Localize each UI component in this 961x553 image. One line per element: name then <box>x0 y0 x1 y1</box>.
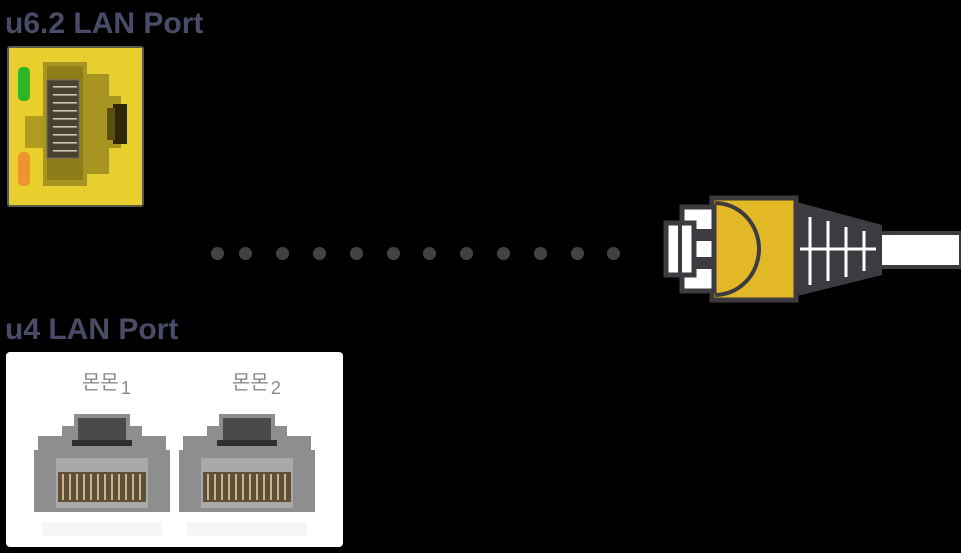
rj45-jack-icon <box>18 62 127 186</box>
dot <box>534 247 547 260</box>
port-1-label: 몬몬 1 <box>82 366 131 398</box>
dot <box>423 247 436 260</box>
network-icon: 몬몬 <box>232 372 269 394</box>
u4-lan-port-title: u4 LAN Port <box>5 313 179 346</box>
port-2-label: 몬몬 2 <box>232 366 281 398</box>
rj45-port-2-icon <box>179 414 315 536</box>
dot <box>387 247 400 260</box>
dot <box>571 247 584 260</box>
connection-dotted-line <box>211 247 621 261</box>
network-icon: 몬몬 <box>82 372 119 394</box>
dot <box>460 247 473 260</box>
u62-lan-port-title: u6.2 LAN Port <box>5 7 204 40</box>
port-number: 1 <box>120 378 131 398</box>
u4-lan-port-panel: 몬몬 1 몬몬 2 <box>6 352 343 547</box>
dot <box>276 247 289 260</box>
ethernet-plug-icon <box>663 195 961 303</box>
dot <box>350 247 363 260</box>
activity-led-icon <box>18 152 30 186</box>
dot <box>313 247 326 260</box>
rj45-port-1-icon <box>34 414 170 536</box>
link-led-icon <box>18 67 30 101</box>
dot <box>211 247 224 260</box>
dot <box>497 247 510 260</box>
dot <box>239 247 252 260</box>
port-number: 2 <box>270 378 281 398</box>
dot <box>607 247 620 260</box>
u62-lan-port-image <box>7 46 144 207</box>
